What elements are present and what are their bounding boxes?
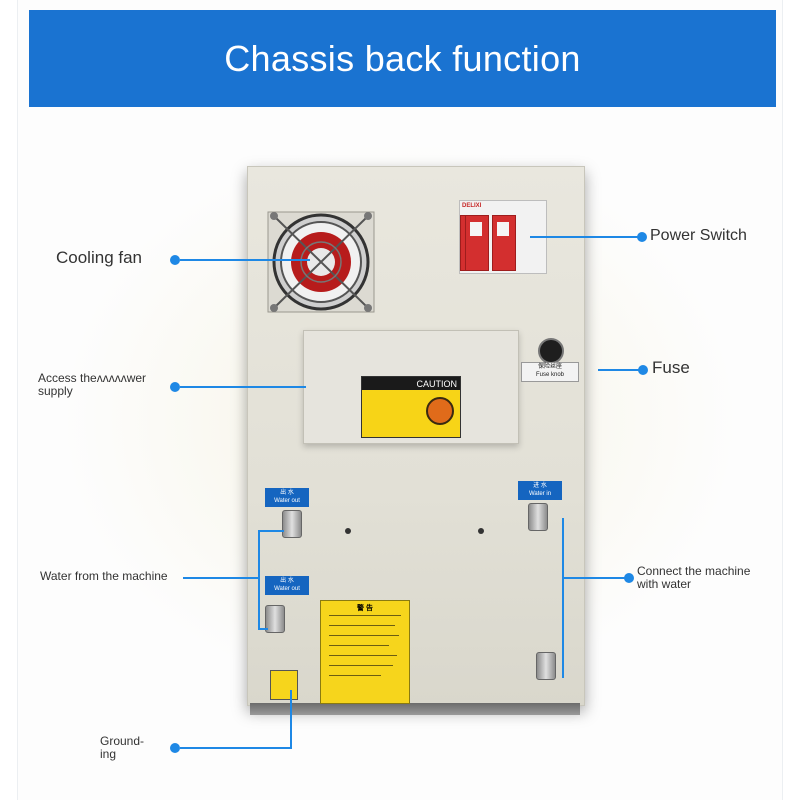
access-power-label: Access theʌʌʌʌʌwer supply (38, 371, 147, 398)
callout-line (290, 690, 292, 749)
power-switch-label: Power Switch (650, 227, 747, 244)
callout-dot (637, 232, 647, 242)
water-in-lower-fitting-icon (536, 652, 556, 680)
breaker-brand: DELIXI (462, 203, 482, 209)
callout-line (562, 518, 564, 678)
callout-line (598, 369, 640, 371)
water-out-bottom-tag: 出 水 Water out (265, 576, 309, 595)
screw-icon (345, 528, 351, 534)
callout-dot (170, 255, 180, 265)
callout-line (180, 747, 292, 749)
warning-icon (426, 397, 454, 425)
callout-line (258, 530, 284, 532)
callout-line (180, 386, 306, 388)
callout-line (530, 236, 638, 238)
callout-dot (638, 365, 648, 375)
water-in-tag: 进 水 Water in (518, 481, 562, 500)
header-banner: Chassis back function (29, 10, 776, 107)
callout-dot (170, 382, 180, 392)
grounding-label: Ground- ing (100, 734, 145, 761)
water-from-machine-label: Water from the machine (40, 569, 168, 583)
notice-label: 警 告 (320, 600, 410, 704)
caution-label: CAUTION (361, 376, 461, 438)
water-out-lower-fitting-icon (265, 605, 285, 633)
fuse-callout-label: Fuse (652, 358, 690, 377)
callout-line (258, 530, 260, 630)
callout-line (562, 577, 626, 579)
page-title: Chassis back function (224, 37, 581, 79)
water-out-fitting-icon (282, 510, 302, 538)
callout-dot (624, 573, 634, 583)
callout-dot (170, 743, 180, 753)
callout-line (183, 577, 259, 579)
screw-icon (478, 528, 484, 534)
fuse-knob-icon (538, 338, 564, 364)
breaker-pole (492, 215, 516, 271)
connect-water-label: Connect the machine with water (637, 564, 751, 591)
cooling-fan-label: Cooling fan (56, 248, 143, 267)
callout-line (180, 259, 310, 261)
cooling-fan-icon (267, 211, 375, 313)
breaker-pole (465, 215, 489, 271)
water-in-fitting-icon (528, 503, 548, 531)
caution-text: CAUTION (416, 378, 458, 389)
callout-line (258, 628, 268, 630)
water-out-top-tag: 出 水 Water out (265, 488, 309, 507)
chassis-base (250, 703, 580, 715)
ground-symbol-icon (270, 670, 298, 700)
fuse-label: 保险丝座 Fuse knob (521, 362, 579, 382)
